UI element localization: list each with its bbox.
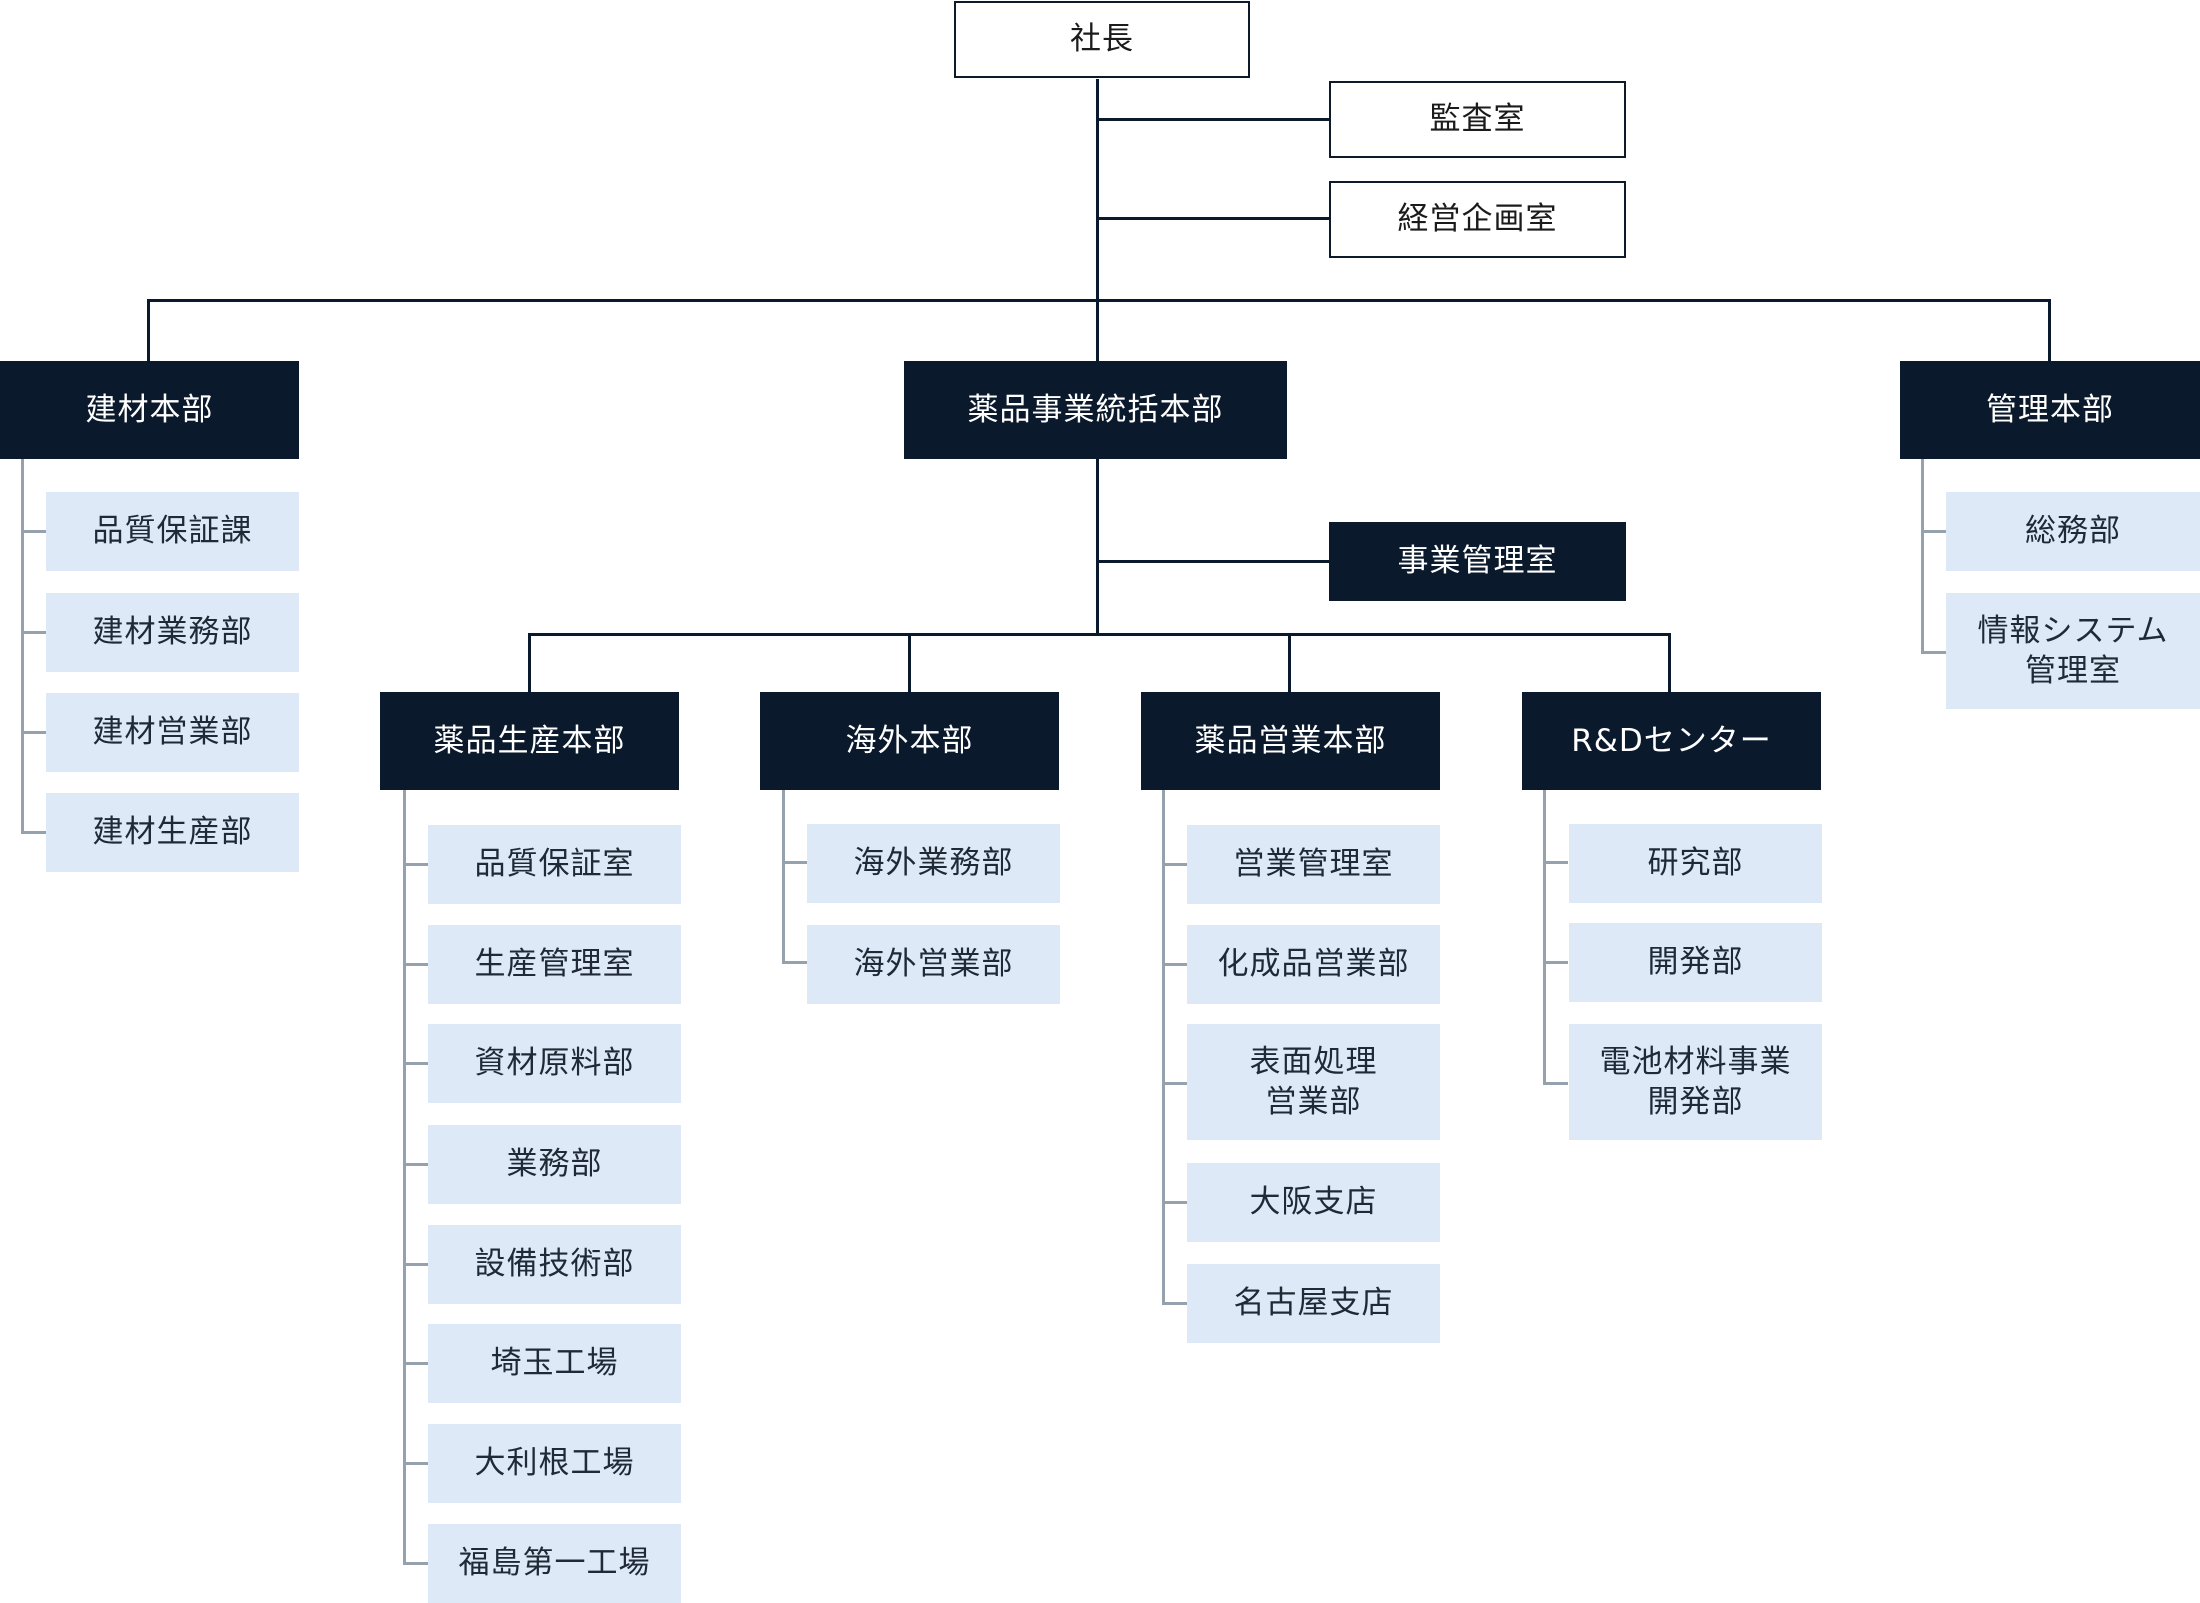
org-node-biz-mgmt: 事業管理室	[1329, 522, 1626, 601]
org-node-rd-center: R&Dセンター	[1522, 692, 1821, 790]
connector-line	[1096, 79, 1099, 302]
org-node-a-general: 総務部	[1946, 492, 2200, 571]
org-node-s-nagoya: 名古屋支店	[1187, 1264, 1440, 1343]
connector-line	[403, 1062, 428, 1065]
connector-line	[403, 1163, 428, 1166]
connector-line	[1543, 790, 1546, 1083]
connector-line	[403, 790, 406, 1563]
org-node-b-qa: 品質保証課	[46, 492, 299, 571]
connector-line	[1162, 1302, 1187, 1305]
org-node-p-otone: 大利根工場	[428, 1424, 681, 1503]
connector-line	[1543, 961, 1568, 964]
connector-line	[1162, 1201, 1187, 1204]
org-node-b-prod: 建材生産部	[46, 793, 299, 872]
connector-line	[21, 831, 46, 834]
connector-line	[1162, 790, 1165, 1304]
org-node-chem-hq: 薬品事業統括本部	[904, 361, 1287, 459]
org-node-s-osaka: 大阪支店	[1187, 1163, 1440, 1242]
connector-line	[1096, 299, 1099, 361]
org-node-p-fukushima: 福島第一工場	[428, 1524, 681, 1603]
org-node-b-sales: 建材営業部	[46, 693, 299, 772]
connector-line	[1096, 560, 1329, 563]
connector-line	[1921, 530, 1946, 533]
connector-line	[1162, 1082, 1187, 1085]
connector-line	[1288, 633, 1291, 692]
connector-line	[1921, 651, 1946, 654]
org-node-r-dev: 開発部	[1569, 923, 1822, 1002]
org-node-president: 社長	[954, 1, 1250, 78]
connector-line	[908, 633, 911, 692]
org-node-overseas-hq: 海外本部	[760, 692, 1059, 790]
connector-line	[403, 1562, 428, 1565]
connector-line	[782, 790, 785, 963]
org-node-o-ops: 海外業務部	[807, 824, 1060, 903]
org-node-corp-planning: 経営企画室	[1329, 181, 1626, 258]
connector-line	[782, 861, 807, 864]
connector-line	[1162, 963, 1187, 966]
org-node-p-materials: 資材原料部	[428, 1024, 681, 1103]
connector-line	[1096, 459, 1099, 636]
connector-line	[147, 299, 2051, 302]
org-node-p-qa: 品質保証室	[428, 825, 681, 904]
connector-line	[528, 633, 1671, 636]
connector-line	[1668, 633, 1671, 692]
org-node-p-equip: 設備技術部	[428, 1225, 681, 1304]
org-node-a-infosys: 情報システム 管理室	[1946, 593, 2200, 709]
connector-line	[1096, 217, 1329, 220]
connector-line	[1162, 863, 1187, 866]
connector-line	[1096, 118, 1329, 121]
connector-line	[1543, 1082, 1568, 1085]
org-node-p-ops: 業務部	[428, 1125, 681, 1204]
org-node-s-mgmt: 営業管理室	[1187, 825, 1440, 904]
connector-line	[21, 631, 46, 634]
org-node-building-hq: 建材本部	[0, 361, 299, 459]
org-node-s-chem: 化成品営業部	[1187, 925, 1440, 1004]
connector-line	[403, 863, 428, 866]
org-node-audit: 監査室	[1329, 81, 1626, 158]
connector-line	[21, 731, 46, 734]
connector-line	[21, 530, 46, 533]
org-node-b-ops: 建材業務部	[46, 593, 299, 672]
org-node-r-battery: 電池材料事業 開発部	[1569, 1024, 1822, 1140]
connector-line	[1921, 459, 1924, 653]
connector-line	[147, 299, 150, 361]
org-node-admin-hq: 管理本部	[1900, 361, 2200, 459]
org-node-r-research: 研究部	[1569, 824, 1822, 903]
connector-line	[403, 963, 428, 966]
connector-line	[528, 633, 531, 692]
connector-line	[403, 1362, 428, 1365]
org-node-chem-prod-hq: 薬品生産本部	[380, 692, 679, 790]
connector-line	[1543, 861, 1568, 864]
org-node-p-saitama: 埼玉工場	[428, 1324, 681, 1403]
org-node-p-prodmgmt: 生産管理室	[428, 925, 681, 1004]
connector-line	[21, 459, 24, 834]
org-node-chem-sales-hq: 薬品営業本部	[1141, 692, 1440, 790]
connector-line	[403, 1462, 428, 1465]
org-node-o-sales: 海外営業部	[807, 925, 1060, 1004]
org-node-s-surface: 表面処理 営業部	[1187, 1024, 1440, 1140]
connector-line	[782, 961, 807, 964]
connector-line	[403, 1263, 428, 1266]
connector-line	[2048, 299, 2051, 361]
